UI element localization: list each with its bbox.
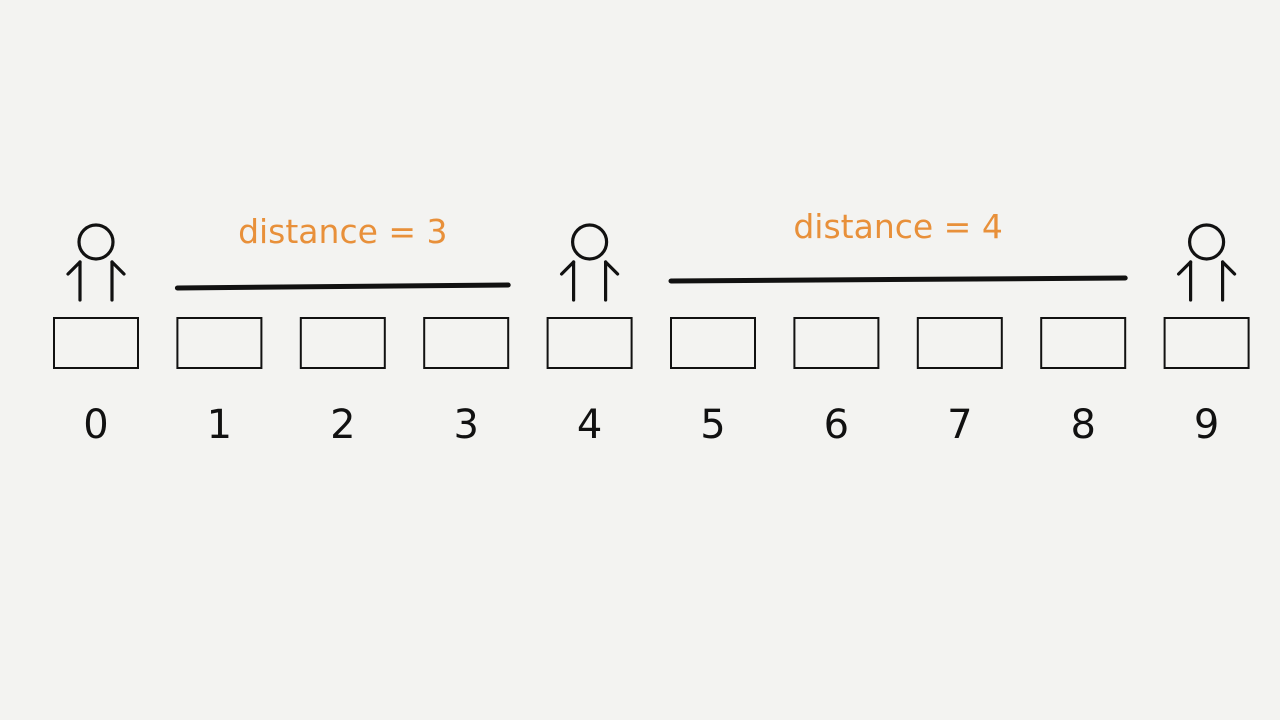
seat-box: [423, 317, 510, 369]
seat-number-label: 2: [330, 402, 355, 448]
seat-box: [546, 317, 633, 369]
seat-6: 6: [793, 317, 880, 448]
seat-box: [176, 317, 263, 369]
seat-number-label: 8: [1070, 402, 1095, 448]
seat-box: [53, 317, 139, 369]
distance-annotations: distance = 3 distance = 4: [174, 207, 1128, 291]
person-head: [1187, 223, 1226, 261]
distance-line: [668, 275, 1128, 284]
seat-number-label: 7: [947, 402, 972, 448]
person-head: [77, 223, 115, 261]
person-left-arm: [1176, 260, 1193, 276]
seat-number-label: 1: [207, 402, 232, 448]
person-icon: [66, 223, 126, 302]
seat-number-label: 4: [577, 402, 602, 448]
distance-span: distance = 4: [668, 207, 1128, 284]
distance-label: distance = 4: [793, 207, 1002, 246]
distance-line: [174, 282, 511, 291]
seat-0: 0: [53, 317, 139, 448]
person-right-arm: [1220, 260, 1237, 276]
person-head: [570, 223, 609, 261]
person-icon: [559, 223, 620, 302]
seat-box: [670, 317, 756, 369]
seat-2: 2: [299, 317, 386, 448]
seat-row: 0 1 2 3 4 5 6 7 8 9: [53, 317, 1250, 448]
seat-number-label: 9: [1194, 402, 1219, 448]
person-right-arm: [603, 260, 620, 276]
seat-box: [793, 317, 880, 369]
distance-span: distance = 3: [174, 212, 511, 291]
seat-1: 1: [176, 317, 263, 448]
seat-box: [916, 317, 1003, 369]
seat-8: 8: [1040, 317, 1127, 448]
seat-3: 3: [423, 317, 510, 448]
seat-box: [299, 317, 386, 369]
person-left-arm: [66, 260, 82, 276]
person-right-arm: [110, 260, 126, 276]
seat-number-label: 5: [700, 402, 725, 448]
seat-4: 4: [546, 317, 633, 448]
seat-5: 5: [670, 317, 756, 448]
person-left-arm: [559, 260, 576, 276]
person-icon: [1176, 223, 1237, 302]
seat-7: 7: [916, 317, 1003, 448]
distance-label: distance = 3: [238, 212, 447, 251]
seat-number-label: 3: [453, 402, 478, 448]
seat-number-label: 0: [83, 402, 108, 448]
seat-number-label: 6: [824, 402, 849, 448]
people: [66, 223, 1237, 302]
seat-box: [1040, 317, 1127, 369]
seat-9: 9: [1163, 317, 1250, 448]
seat-box: [1163, 317, 1250, 369]
